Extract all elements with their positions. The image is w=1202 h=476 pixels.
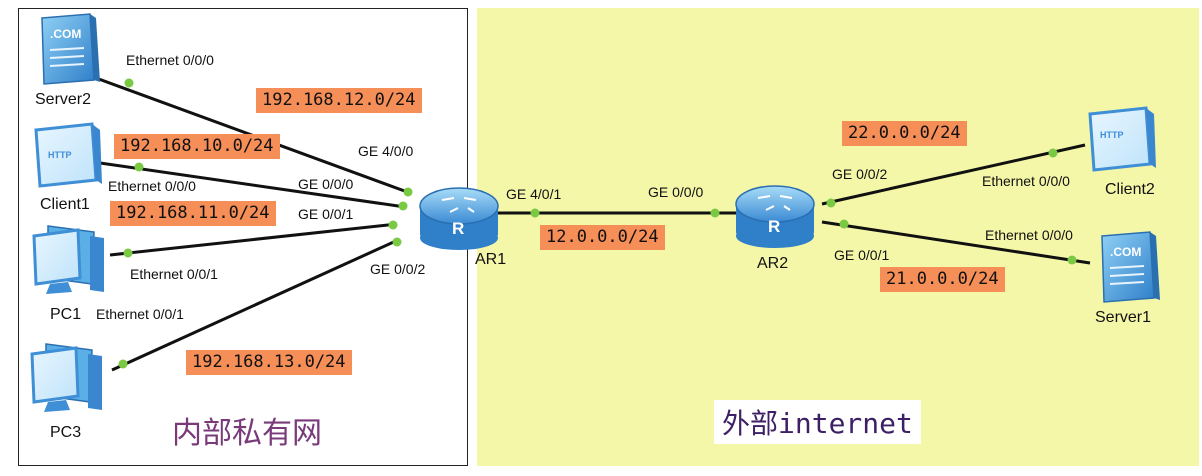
device-label-pc3: PC3 <box>50 424 82 441</box>
subnet-label: 192.168.10.0/24 <box>114 134 280 159</box>
interface-label: GE 4/0/1 <box>506 186 562 202</box>
link-ar2-client2 <box>821 143 1086 206</box>
subnet-label: 192.168.12.0/24 <box>256 88 422 113</box>
router-icon[interactable]: R <box>735 185 815 248</box>
client-icon[interactable]: HTTP <box>34 122 102 188</box>
client-badge-text: HTTP <box>1100 130 1124 140</box>
link-ar2-server1 <box>821 220 1091 265</box>
device-label-server2: Server2 <box>35 91 92 108</box>
link-client1-ar1 <box>99 161 406 209</box>
port-dot <box>826 198 836 208</box>
router-icon[interactable]: R <box>419 187 499 250</box>
interface-label: Ethernet 0/0/0 <box>108 178 196 194</box>
subnet-label: 192.168.11.0/24 <box>110 201 276 226</box>
server-badge-text: .COM <box>1110 245 1141 259</box>
internal-network-title: 内部私有网 <box>172 416 322 451</box>
port-dot <box>1048 148 1058 158</box>
interface-label: GE 0/0/2 <box>832 166 888 182</box>
port-dot <box>123 248 133 258</box>
port-dot <box>710 208 720 218</box>
port-dot <box>388 220 398 230</box>
port-dot <box>839 219 849 229</box>
interface-label: GE 4/0/0 <box>358 143 414 159</box>
device-label-client1: Client1 <box>40 196 90 213</box>
router-glyph: R <box>452 219 464 238</box>
interface-label: Ethernet 0/0/0 <box>985 227 1073 243</box>
port-dot <box>392 237 402 247</box>
port-dot <box>398 201 408 211</box>
link-pc1-ar1 <box>109 222 398 257</box>
pc-icon[interactable] <box>32 225 104 294</box>
external-network-title: 外部internet <box>714 400 921 444</box>
interface-label: GE 0/0/2 <box>370 261 426 277</box>
device-label-ar1: AR1 <box>475 251 507 268</box>
port-dot <box>124 78 134 88</box>
port-dot <box>1067 255 1077 265</box>
interface-label: Ethernet 0/0/1 <box>96 306 184 322</box>
server-icon[interactable]: .COM <box>1101 231 1160 303</box>
port-dot <box>530 208 540 218</box>
subnet-label: 12.0.0.0/24 <box>540 225 665 250</box>
subnet-label: 22.0.0.0/24 <box>842 121 967 146</box>
interface-label: Ethernet 0/0/0 <box>982 173 1070 189</box>
pc-icon[interactable] <box>30 343 102 412</box>
interface-label: GE 0/0/0 <box>648 184 704 200</box>
client-badge-text: HTTP <box>48 150 72 160</box>
subnet-label: 192.168.13.0/24 <box>186 350 352 375</box>
port-dot <box>118 359 128 369</box>
device-label-client2: Client2 <box>1105 181 1155 198</box>
server-icon[interactable]: .COM <box>41 13 100 85</box>
router-glyph: R <box>768 217 780 236</box>
interface-label: GE 0/0/0 <box>298 176 354 192</box>
port-dot <box>134 162 144 172</box>
interface-label: Ethernet 0/0/1 <box>130 266 218 282</box>
client-icon[interactable]: HTTP <box>1088 106 1156 172</box>
link-pc3-ar1 <box>111 238 399 372</box>
interface-label: GE 0/0/1 <box>298 206 354 222</box>
interface-label: GE 0/0/1 <box>834 247 890 263</box>
interface-label: Ethernet 0/0/0 <box>126 52 214 68</box>
device-label-server1: Server1 <box>1095 309 1152 326</box>
port-dot <box>403 187 413 197</box>
subnet-label: 21.0.0.0/24 <box>880 267 1005 292</box>
device-label-pc1: PC1 <box>50 306 82 323</box>
server-badge-text: .COM <box>50 27 81 41</box>
device-label-ar2: AR2 <box>757 255 789 272</box>
